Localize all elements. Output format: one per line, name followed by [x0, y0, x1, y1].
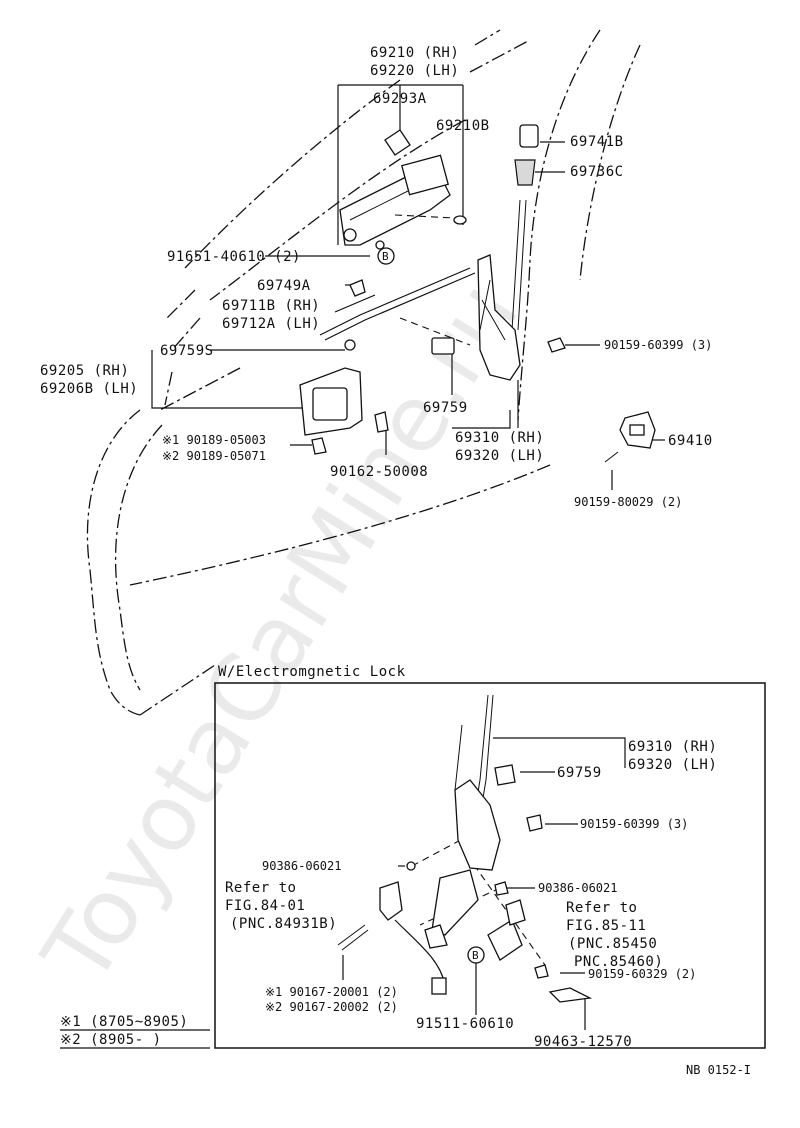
linkage-rods	[319, 267, 476, 346]
label-69310-rh: 69310 (RH)	[455, 430, 544, 446]
refer-label-2a: Refer to	[566, 900, 637, 916]
inset-label-90167-20002: ※2 90167-20002 (2)	[265, 1000, 398, 1014]
inset-electromagnetic-lock: W/Electromgnetic Lock	[214, 664, 766, 1050]
label-69759: 69759	[423, 400, 468, 416]
label-69711b-rh: 69711B (RH)	[222, 298, 320, 314]
inset-label-91511-60610: 91511-60610	[416, 1016, 514, 1032]
label-69220-lh: 69220 (LH)	[370, 63, 459, 79]
label-69210-rh: 69210 (RH)	[370, 45, 459, 61]
inset-label-69310-rh: 69310 (RH)	[628, 739, 717, 755]
legend-row-1: ※1 (8705~8905)	[60, 1014, 188, 1030]
lock-knob-parts	[511, 124, 539, 331]
leader-lines	[151, 84, 665, 490]
label-69712a-lh: 69712A (LH)	[222, 316, 320, 332]
door-outline	[86, 29, 641, 716]
inset-frame	[214, 682, 766, 1049]
marker-b-main: B	[377, 247, 395, 265]
inset-title: W/Electromgnetic Lock	[218, 664, 406, 680]
door-lock-assembly	[431, 254, 566, 381]
inset-label-90159-60329: 90159-60329 (2)	[588, 967, 696, 981]
refer-label-1c: (PNC.84931B)	[230, 916, 337, 932]
label-69210b: 69210B	[436, 118, 490, 134]
label-90159-80029: 90159-80029 (2)	[574, 495, 682, 509]
label-69320-lh: 69320 (LH)	[455, 448, 544, 464]
label-69293a: 69293A	[373, 91, 427, 107]
label-90162-50008: 90162-50008	[330, 464, 428, 480]
inset-label-90463-12570: 90463-12570	[534, 1034, 632, 1050]
refer-label-2b: FIG.85-11	[566, 918, 646, 934]
refer-label-1b: FIG.84-01	[225, 898, 305, 914]
refer-label-1a: Refer to	[225, 880, 296, 896]
legend-row-2: ※2 (8905- )	[60, 1032, 162, 1048]
label-90189-05071: ※2 90189-05071	[162, 449, 266, 463]
label-69206b-lh: 69206B (LH)	[40, 381, 138, 397]
inset-label-90167-20001: ※1 90167-20001 (2)	[265, 985, 398, 999]
label-90159-60399: 90159-60399 (3)	[604, 338, 712, 352]
sheet-code: NB 0152-I	[686, 1063, 751, 1077]
marker-b-inset: B	[467, 946, 485, 964]
label-69410: 69410	[668, 433, 713, 449]
marker-b-inset-label: B	[472, 949, 479, 962]
refer-label-2d: PNC.85460)	[574, 954, 663, 970]
period-legend: ※1 (8705~8905) ※2 (8905- )	[60, 1014, 210, 1049]
inset-label-90386-a: 90386-06021	[262, 859, 341, 873]
label-69736c: 69736C	[570, 164, 624, 180]
label-69741b: 69741B	[570, 134, 624, 150]
inset-label-90386-b: 90386-06021	[538, 881, 617, 895]
refer-label-2c: (PNC.85450	[568, 936, 657, 952]
label-69749a: 69749A	[257, 278, 311, 294]
label-91651-40610: 91651-40610 (2)	[167, 249, 301, 265]
inset-label-69320-lh: 69320 (LH)	[628, 757, 717, 773]
inside-handle	[299, 339, 389, 455]
door-striker	[604, 411, 656, 463]
main-labels: 69210 (RH) 69220 (LH) 69293A 69210B 6974…	[40, 45, 713, 509]
outside-handle-assembly	[339, 129, 467, 250]
marker-b-label: B	[382, 250, 389, 263]
label-69205-rh: 69205 (RH)	[40, 363, 129, 379]
inset-label-69759: 69759	[557, 765, 602, 781]
inset-label-90159-60399: 90159-60399 (3)	[580, 817, 688, 831]
label-90189-05003: ※1 90189-05003	[162, 433, 266, 447]
label-69759s: 69759S	[160, 343, 214, 359]
